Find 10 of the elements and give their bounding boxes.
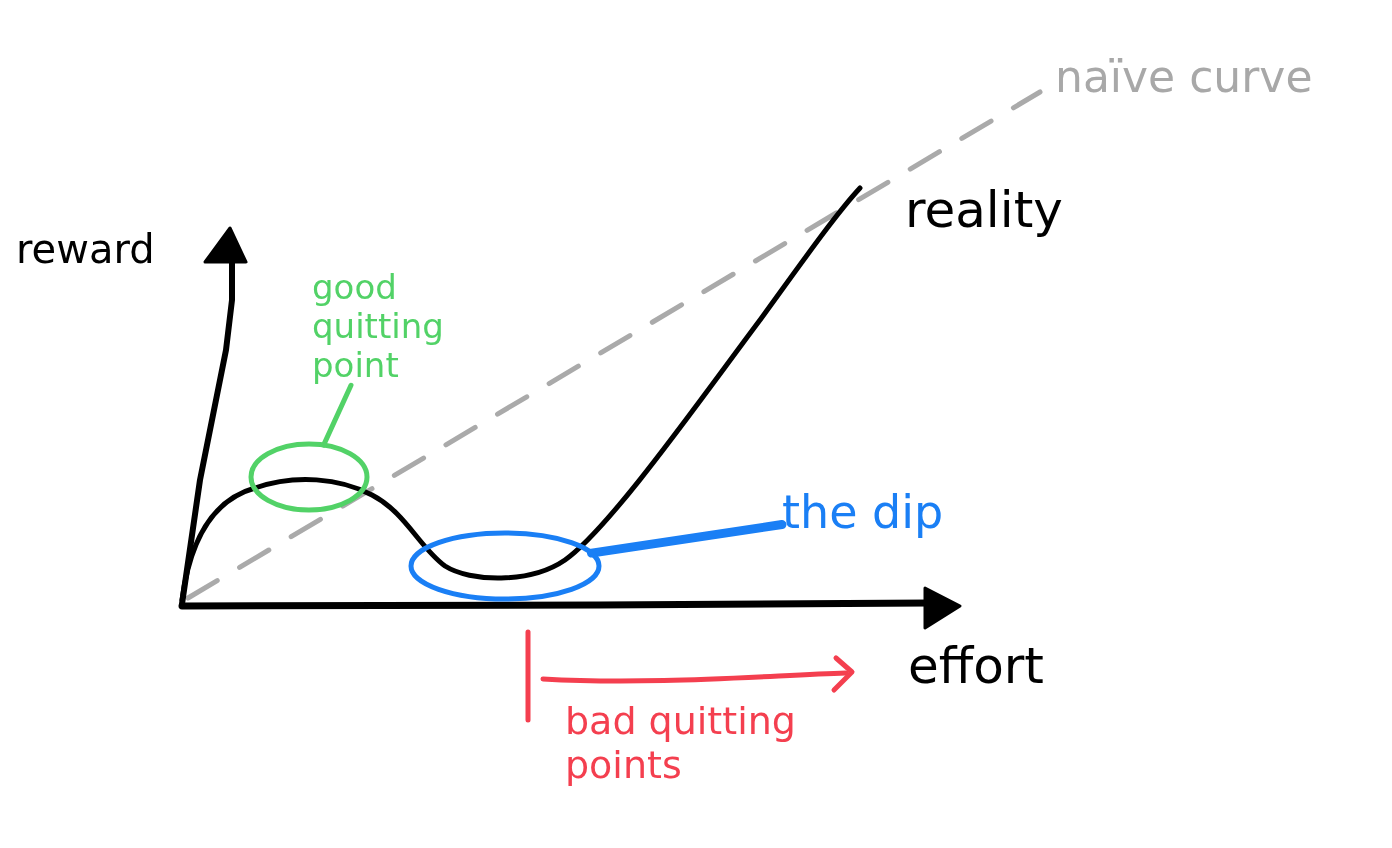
curve-label: naïve curve [1055,52,1313,103]
curve-label: reality [905,182,1063,240]
axis-label: reward [16,226,155,272]
annotation-text: the dip [782,486,944,539]
range-label: bad quitting points [565,700,797,788]
highlight-ellipse [408,530,602,602]
axis-label: effort [908,638,1044,696]
highlight-ellipse [248,441,370,513]
leader-line [587,520,787,558]
annotation-text: good quitting point [312,268,444,386]
